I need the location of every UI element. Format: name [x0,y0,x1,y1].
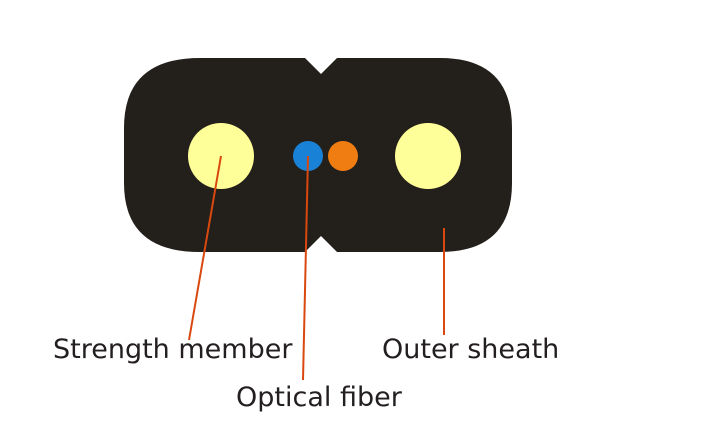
leader-line-optical-fiber [302,155,309,381]
outer-sheath-label: Outer sheath [382,334,560,365]
optical-fiber-label: Optical fiber [236,382,402,413]
strength-member-right [395,123,461,189]
leader-line-strength-member [188,155,222,341]
optical-fiber-orange [328,141,358,171]
strength-member-label: Strength member [53,334,293,365]
